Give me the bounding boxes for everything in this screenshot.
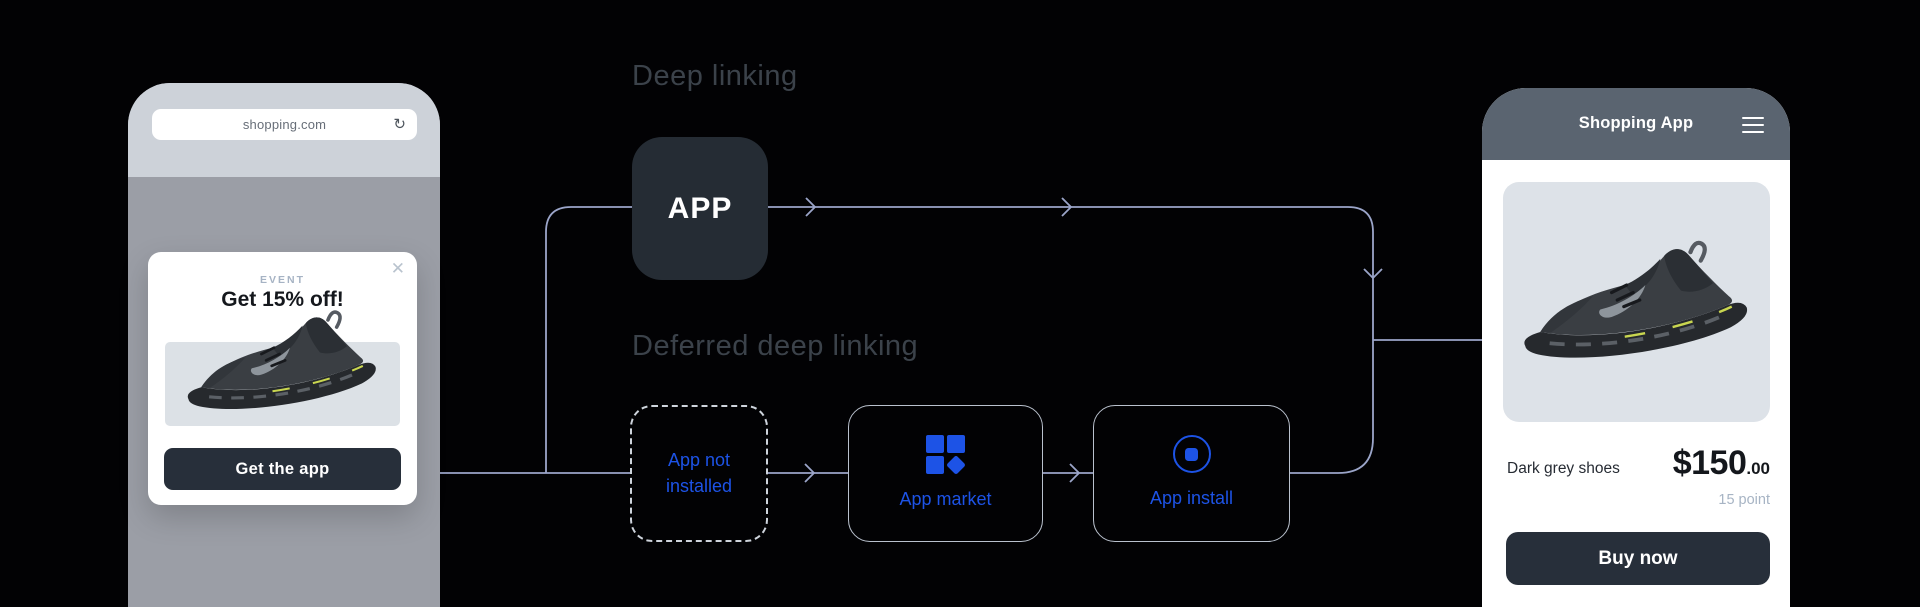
deferred-deep-linking-title: Deferred deep linking: [632, 330, 919, 362]
app-box: APP: [632, 137, 768, 280]
product-price: $150.00: [1673, 444, 1770, 483]
browser-header: shopping.com ↻: [128, 83, 440, 177]
promo-popup: ✕ EVENT Get 15% off! Get the app: [148, 252, 417, 505]
line-branch-up-to-app: [545, 206, 632, 473]
arrow-right-1: [805, 197, 817, 217]
app-market-grid-icon: [926, 434, 966, 475]
product-image: [1503, 182, 1770, 422]
popup-headline: Get 15% off!: [221, 288, 344, 311]
url-bar[interactable]: shopping.com ↻: [152, 109, 417, 140]
app-title: Shopping App: [1578, 114, 1694, 132]
buy-now-button[interactable]: Buy now: [1506, 532, 1770, 585]
arrow-down-1: [1363, 268, 1383, 280]
app-header: Shopping App: [1482, 88, 1790, 160]
right-phone-mockup: Shopping App Dark grey shoes $150.00 15 …: [1482, 88, 1790, 607]
app-install-box: App install: [1093, 405, 1290, 542]
app-market-label: App market: [899, 488, 992, 509]
sneaker-image: [179, 308, 385, 427]
get-the-app-button[interactable]: Get the app: [164, 448, 401, 490]
product-name: Dark grey shoes: [1507, 460, 1620, 477]
app-market-box: App market: [848, 405, 1043, 542]
app-install-icon: [1172, 435, 1211, 474]
left-phone-mockup: shopping.com ↻ ✕ EVENT Get 15% off! Get …: [128, 83, 440, 607]
url-text: shopping.com: [242, 117, 327, 132]
app-box-label: APP: [667, 191, 733, 225]
arrow-right-2: [1061, 197, 1073, 217]
popup-eyebrow: EVENT: [259, 274, 305, 286]
hamburger-menu-icon[interactable]: [1742, 117, 1764, 137]
price-cents: .00: [1746, 459, 1770, 478]
app-not-installed-box: App not installed: [630, 405, 768, 542]
app-not-installed-label: App not installed: [665, 450, 733, 496]
refresh-icon[interactable]: ↻: [393, 116, 406, 133]
close-icon[interactable]: ✕: [390, 259, 405, 278]
points-label: 15 point: [1718, 492, 1770, 508]
arrow-right-3: [804, 463, 816, 483]
arrow-right-4: [1069, 463, 1081, 483]
price-dollars: $150: [1672, 444, 1747, 482]
app-install-label: App install: [1149, 488, 1234, 509]
deep-linking-title: Deep linking: [632, 60, 798, 92]
sneaker-image: [1514, 238, 1758, 379]
